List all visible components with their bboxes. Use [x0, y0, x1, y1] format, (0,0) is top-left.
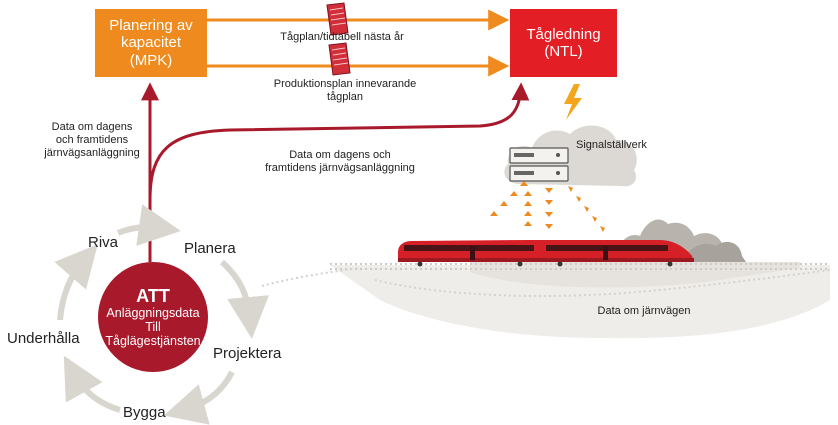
landscape — [330, 219, 830, 339]
stage-projektera: Projektera — [213, 345, 282, 362]
mpk-label-line3: (MPK) — [129, 51, 173, 69]
ntl-box: Tågledning (NTL) — [510, 9, 617, 77]
att-line1: Anläggningsdata — [106, 305, 200, 320]
att-line3: Tåglägestjänsten — [105, 333, 201, 348]
produktionsplan-line2: tågplan — [326, 91, 364, 103]
lightning-icon — [564, 84, 582, 120]
signal-label: Signalställverk — [576, 139, 647, 151]
data-left-line2: och framtidens — [55, 134, 129, 146]
produktionsplan-line1: Produktionsplan innevarande — [273, 78, 417, 90]
mpk-label-line2: kapacitet — [120, 34, 182, 52]
lifecycle-arrows — [54, 204, 270, 425]
stage-underhalla: Underhålla — [7, 330, 80, 347]
tagplan-label: Tågplan/tidtabell nästa år — [280, 31, 404, 43]
stage-planera: Planera — [184, 240, 236, 257]
mpk-box: Planering av kapacitet (MPK) — [95, 9, 207, 77]
data-left-label: Data om dagens och framtidens järnvägsan… — [40, 121, 144, 160]
data-mid-line2: framtidens järnvägsanläggning — [265, 162, 415, 174]
produktionsplan-label: Produktionsplan innevarande tågplan — [250, 78, 440, 104]
att-line2: Till — [145, 319, 161, 334]
att-circle: ATT Anläggningsdata Till Tåglägestjänste… — [98, 262, 208, 372]
data-mid-line1: Data om dagens och — [289, 149, 391, 161]
data-mid-label: Data om dagens och framtidens järnvägsan… — [240, 149, 440, 175]
stage-riva: Riva — [88, 234, 119, 251]
server-icon — [509, 147, 569, 182]
railway-data-label: Data om järnvägen — [597, 305, 691, 317]
mpk-label-line1: Planering av — [109, 17, 193, 35]
document-icon — [326, 2, 349, 36]
data-left-line3: järnvägsanläggning — [44, 147, 140, 159]
ntl-label-line2: (NTL) — [544, 43, 583, 60]
rail-track — [261, 263, 831, 297]
att-title: ATT — [136, 285, 170, 306]
train — [398, 240, 694, 267]
ntl-label-line1: Tågledning — [526, 25, 601, 43]
arrow-to-ntl — [148, 82, 530, 201]
stage-bygga: Bygga — [123, 404, 166, 421]
signal-arrows — [490, 181, 605, 232]
document-icon — [328, 42, 351, 76]
data-left-line1: Data om dagens — [51, 121, 133, 133]
